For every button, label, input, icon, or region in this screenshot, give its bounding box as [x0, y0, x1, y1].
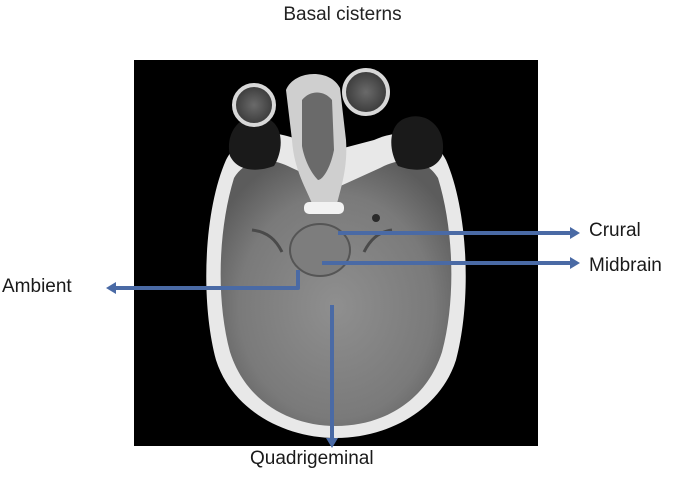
- ct-scan-drawing: [206, 68, 466, 438]
- eye-globe-right: [342, 68, 390, 116]
- label-midbrain: Midbrain: [589, 255, 662, 276]
- arrowhead-ambient: [106, 282, 116, 294]
- arrowhead-midbrain: [570, 257, 580, 269]
- clinoid-bone: [304, 202, 344, 214]
- figure-title: Basal cisterns: [283, 4, 402, 25]
- orbit-soft-left: [228, 116, 281, 170]
- label-crural: Crural: [589, 220, 641, 241]
- dark-spot: [372, 214, 380, 222]
- label-quadrigeminal: Quadrigeminal: [250, 448, 374, 469]
- eye-globe-left: [232, 83, 276, 127]
- arrow-ambient: [114, 270, 300, 290]
- ct-scan-image: [134, 60, 538, 446]
- orbit-soft-right: [391, 116, 444, 170]
- brain-tissue: [220, 160, 452, 426]
- label-ambient: Ambient: [2, 276, 72, 297]
- arrowhead-quadrigeminal: [326, 438, 338, 448]
- sylvian-right: [362, 228, 393, 253]
- arrowhead-crural: [570, 227, 580, 239]
- nasal-cavity: [302, 92, 334, 180]
- sylvian-left: [251, 228, 284, 253]
